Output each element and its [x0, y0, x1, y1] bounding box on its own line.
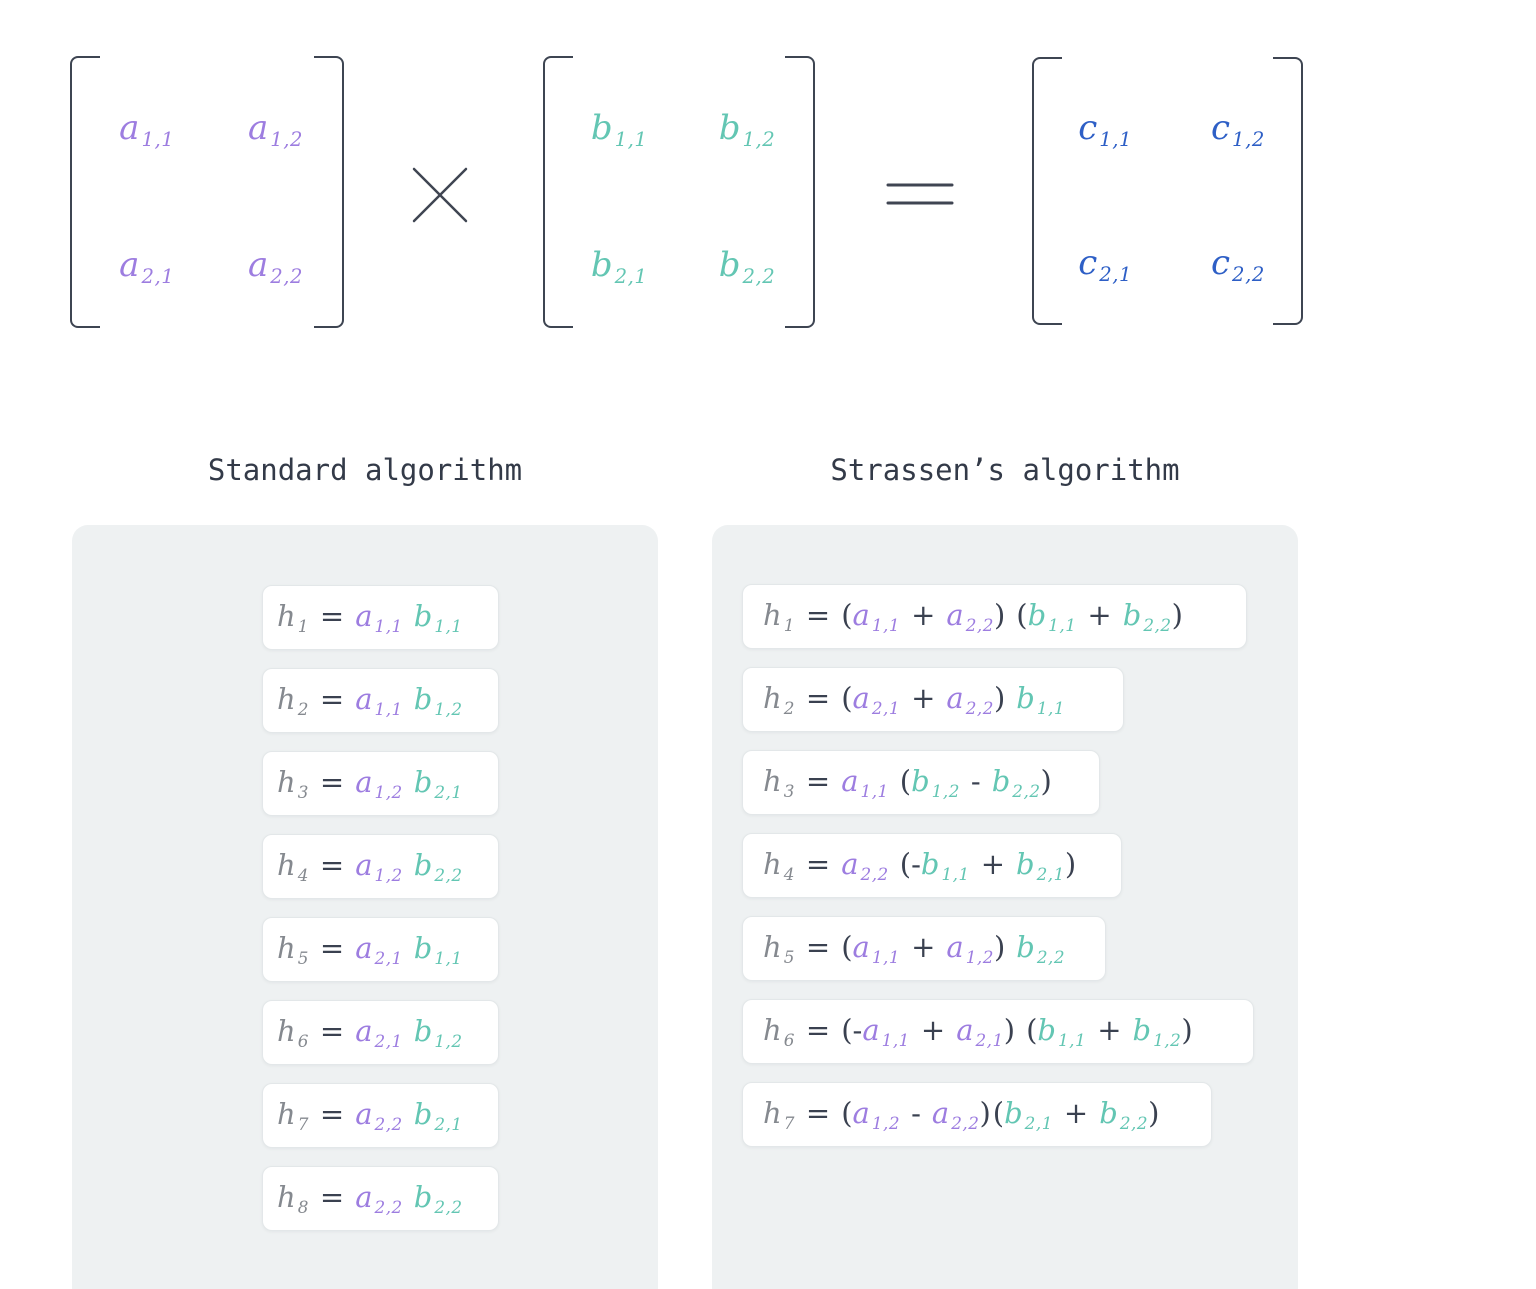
strassen-algorithm-title: Strassen’s algorithm: [830, 453, 1180, 487]
standard-algorithm-title: Standard algorithm: [207, 453, 523, 487]
left-bracket-icon: [70, 56, 100, 328]
left-bracket-icon: [1032, 57, 1062, 325]
left-bracket-icon: [543, 56, 573, 328]
right-bracket-icon: [314, 56, 344, 328]
multiply-icon: [412, 167, 468, 223]
right-bracket-icon: [785, 56, 815, 328]
right-bracket-icon: [1273, 57, 1303, 325]
equals-icon: [886, 183, 954, 205]
